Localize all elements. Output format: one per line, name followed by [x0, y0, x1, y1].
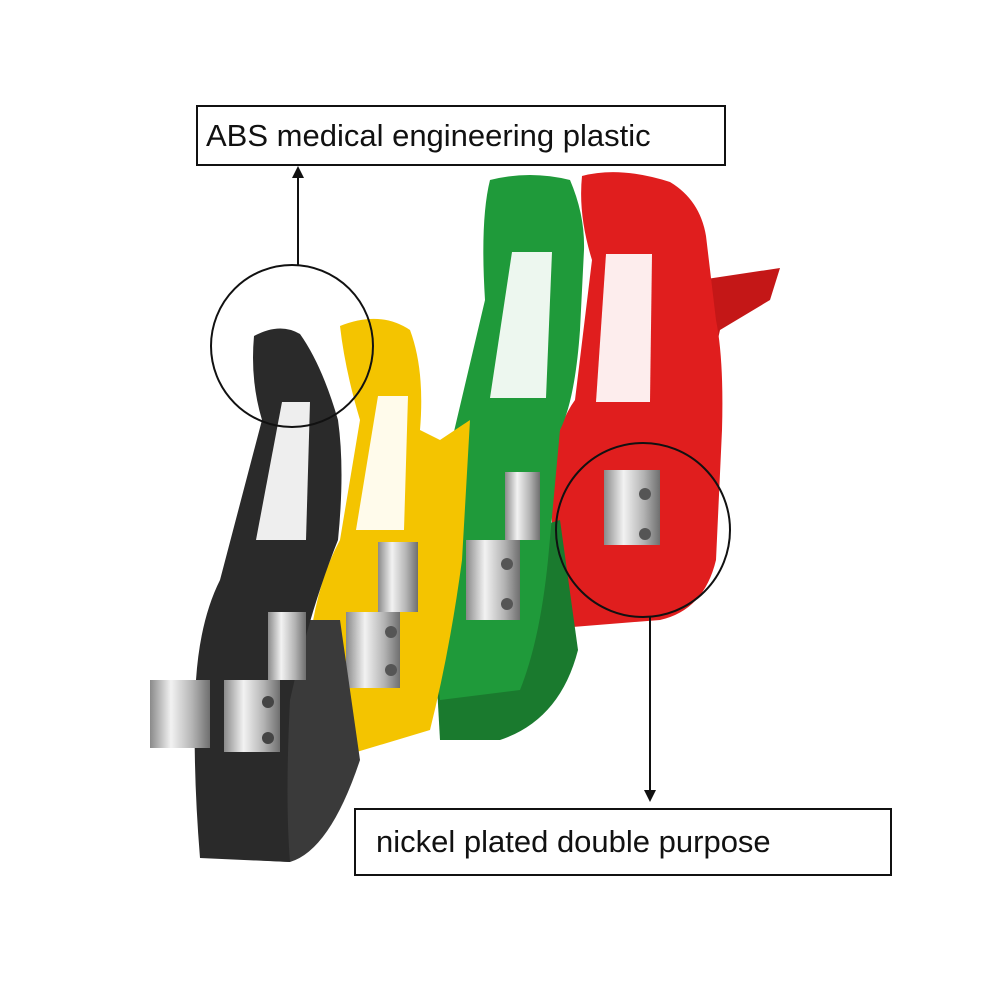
red-clip-rivet	[639, 488, 651, 500]
green-clip-metal-plate	[505, 472, 540, 540]
yellow-clip-metal-plate	[346, 612, 400, 688]
red-clip-rivet	[639, 528, 651, 540]
green-clip-metal-plate	[466, 540, 520, 620]
black-clip-metal-plate	[150, 680, 210, 748]
callout-circle-bottom	[555, 442, 731, 618]
yellow-clip-rivet	[385, 626, 397, 638]
arrowhead-up-icon	[292, 166, 304, 178]
yellow-electrode-clip	[309, 318, 470, 760]
annotation-label-abs-plastic: ABS medical engineering plastic	[196, 105, 726, 166]
callout-circle-top	[210, 264, 374, 428]
green-clip-rivet	[501, 598, 513, 610]
arrowhead-down-icon	[644, 790, 656, 802]
black-clip-rivet	[262, 732, 274, 744]
annotation-label-nickel-plated: nickel plated double purpose	[354, 808, 892, 876]
red-electrode-clip	[548, 172, 780, 628]
red-clip-window	[596, 254, 652, 402]
black-clip-metal-plate	[268, 612, 306, 680]
yellow-clip-rivet	[385, 664, 397, 676]
green-clip-window	[490, 252, 552, 398]
yellow-clip-window	[356, 396, 408, 530]
black-electrode-clip	[150, 328, 360, 862]
black-clip-window	[256, 402, 310, 540]
red-clip-metal-plate	[604, 470, 660, 545]
black-clip-rivet	[262, 696, 274, 708]
green-clip-rivet	[501, 558, 513, 570]
yellow-clip-metal-plate	[378, 542, 418, 612]
green-electrode-clip	[420, 175, 585, 740]
